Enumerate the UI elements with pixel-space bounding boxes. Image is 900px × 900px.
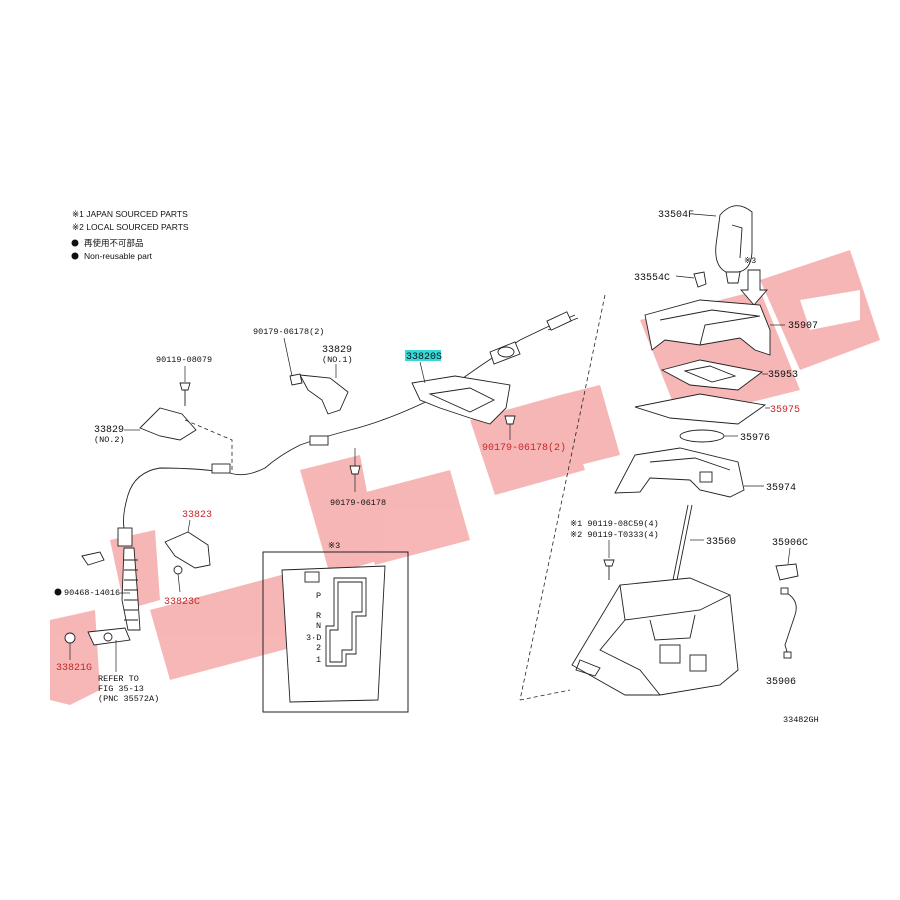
reference-note[interactable]: REFER TO (98, 674, 139, 684)
cable-support-part[interactable] (164, 531, 211, 569)
nut-part[interactable] (504, 415, 516, 425)
socket-part[interactable] (775, 563, 799, 581)
gate-label-2: 2 (316, 643, 321, 653)
shift-base-assembly[interactable] (571, 577, 739, 696)
part-label[interactable]: 90468-14016 (64, 588, 120, 598)
gate-label-p: P (316, 591, 321, 601)
non-reusable-dot-icon (71, 252, 79, 260)
part-label[interactable]: 35975 (770, 405, 800, 416)
part-label-sub[interactable]: (NO.2) (94, 435, 125, 445)
shift-lever-part[interactable] (671, 504, 693, 586)
legend: ※1 JAPAN SOURCED PARTS ※2 LOCAL SOURCED … (71, 209, 189, 261)
part-label[interactable]: 35976 (740, 433, 770, 444)
part-label[interactable]: ※2 90119-T0333(4) (570, 530, 659, 540)
lock-button-icon (304, 571, 320, 583)
shift-knob-part[interactable] (715, 205, 753, 284)
dust-cover-part[interactable] (634, 393, 767, 425)
housing-upper-part[interactable] (644, 299, 771, 356)
non-reusable-dot-icon (71, 239, 79, 247)
assembly-boundary (519, 294, 606, 701)
clip-part[interactable] (693, 271, 707, 288)
part-label[interactable]: 33829 (322, 345, 352, 356)
wire-harness-part[interactable] (780, 587, 797, 659)
bolt-part[interactable] (603, 559, 615, 580)
bolt-part[interactable] (179, 382, 191, 406)
part-label[interactable]: 33504F (658, 210, 694, 221)
cable-clamp-no2-part[interactable] (139, 407, 197, 441)
assembly-boundary (519, 689, 571, 701)
part-label[interactable]: 33560 (706, 537, 736, 548)
diagram-id: 33482GH (783, 715, 819, 725)
legend-local-sourced: ※2 LOCAL SOURCED PARTS (72, 222, 189, 232)
note-mark: ※3 (328, 541, 340, 551)
cable-end-part[interactable] (64, 627, 131, 646)
part-label[interactable]: 90179-06178 (330, 498, 386, 508)
arrow-down-icon (740, 269, 768, 306)
part-label[interactable]: 33554C (634, 273, 670, 284)
dashed-leader (184, 419, 233, 470)
gate-pattern-inset: ※3 P R N 3·D 2 1 (262, 541, 409, 713)
legend-japan-sourced: ※1 JAPAN SOURCED PARTS (72, 209, 188, 219)
part-label[interactable]: 35906 (766, 677, 796, 688)
note-mark: ※3 (744, 256, 756, 266)
gate-label-r: R (316, 611, 321, 621)
reference-note[interactable]: FIG 35-13 (98, 684, 144, 694)
reference-note[interactable]: (PNC 35572A) (98, 694, 159, 704)
part-label[interactable]: 33823 (182, 510, 212, 521)
highlight-box (405, 350, 441, 361)
clip-part[interactable] (81, 551, 105, 566)
cable-bracket-part[interactable] (411, 375, 511, 425)
nut-part[interactable] (289, 373, 303, 386)
part-label-sub[interactable]: (NO.1) (322, 355, 353, 365)
part-label[interactable]: 90179-06178(2) (482, 442, 566, 454)
bezel-part[interactable] (660, 359, 764, 391)
legend-non-reusable-en: Non-reusable part (84, 251, 153, 261)
nut-part[interactable] (349, 465, 361, 475)
part-label[interactable]: 35906C (772, 538, 808, 549)
gate-label-n: N (316, 621, 321, 631)
clip-part[interactable] (173, 565, 183, 575)
part-label[interactable]: 90179-06178(2) (253, 327, 324, 337)
gate-slot (329, 581, 363, 663)
cable-clamp-no1-part[interactable] (299, 374, 349, 415)
part-label[interactable]: 33821G (56, 663, 92, 674)
non-reusable-dot-icon (54, 588, 62, 596)
gate-label-3d: 3·D (306, 633, 321, 643)
part-label[interactable]: 33820S (406, 352, 442, 363)
part-label[interactable]: 35907 (788, 321, 818, 332)
gate-label-1: 1 (316, 655, 321, 665)
gate-plate (281, 565, 386, 703)
legend-non-reusable-jp: 再使用不可部品 (84, 238, 144, 248)
part-label[interactable]: 33829 (94, 425, 124, 436)
part-label[interactable]: ※1 90119-08C59(4) (570, 519, 659, 529)
part-label[interactable]: 90119-08079 (156, 355, 212, 365)
part-label[interactable]: 33823C (164, 597, 200, 608)
washer-part[interactable] (679, 429, 725, 443)
part-label[interactable]: 35953 (768, 370, 798, 381)
part-label[interactable]: 35974 (766, 483, 796, 494)
indicator-housing-part[interactable] (614, 447, 745, 498)
